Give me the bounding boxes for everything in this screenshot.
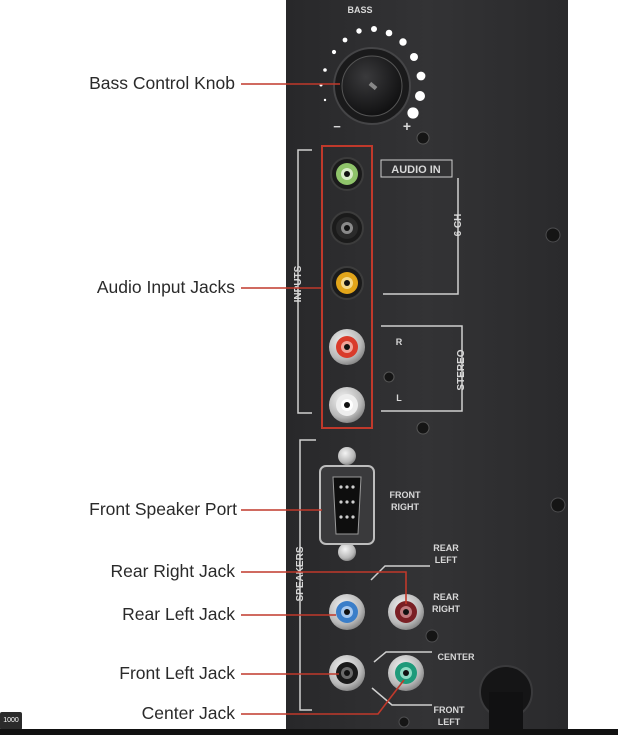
blue-speaker-jack[interactable] <box>329 594 365 630</box>
power-cord <box>479 665 533 729</box>
corner-badge: 1000 <box>0 712 22 730</box>
front-speaker-port[interactable] <box>319 447 375 561</box>
screw-icon <box>545 227 561 243</box>
callout-front-speaker-port: Front Speaker Port <box>89 499 237 519</box>
yellow-input-jack[interactable] <box>330 266 364 300</box>
screw-icon <box>425 629 439 643</box>
screw-icon <box>416 131 430 145</box>
teal-speaker-jack[interactable] <box>388 655 424 691</box>
callout-audio-input-jacks: Audio Input Jacks <box>96 277 235 297</box>
audio-in-box <box>380 159 453 178</box>
front-left-label-1: FRONT <box>434 705 465 715</box>
inputs-label: INPUTS <box>293 265 304 302</box>
callout-bass-control-knob: Bass Control Knob <box>89 73 235 93</box>
stereo-label: STEREO <box>456 349 467 390</box>
audio-in-label: AUDIO IN <box>391 164 441 176</box>
speakers-bracket <box>299 439 316 711</box>
bottom-bar <box>0 729 618 735</box>
rear-right-label-1: REAR <box>433 592 459 602</box>
rear-left-label-1: REAR <box>433 543 459 553</box>
red-stereo-jack[interactable] <box>329 329 365 365</box>
stereo-r-label: R <box>396 337 403 347</box>
callout-lines <box>241 83 407 715</box>
white-stereo-jack[interactable] <box>329 387 365 423</box>
speaker-wire-lines <box>370 565 432 706</box>
callout-front-left-jack: Front Left Jack <box>119 663 235 683</box>
screw-icon <box>550 497 566 513</box>
bass-minus-label: − <box>333 119 341 134</box>
front-right-label-1: FRONT <box>390 490 421 500</box>
black-speaker-jack[interactable] <box>329 655 365 691</box>
screw-icon <box>398 716 410 728</box>
screw-icon <box>383 371 395 383</box>
six-ch-bracket <box>383 178 459 295</box>
bass-dial-dots <box>319 26 426 119</box>
rear-right-label-2: RIGHT <box>432 604 461 614</box>
bass-label: BASS <box>347 5 372 15</box>
stereo-l-label: L <box>396 393 402 403</box>
callout-center-jack: Center Jack <box>141 703 235 723</box>
screw-icon <box>416 421 430 435</box>
center-label: CENTER <box>437 652 475 662</box>
green-input-jack[interactable] <box>330 157 364 191</box>
speaker-panel <box>286 0 568 729</box>
maroon-speaker-jack[interactable] <box>388 594 424 630</box>
rear-left-label-2: LEFT <box>435 555 458 565</box>
audio-input-highlight-box <box>321 145 373 429</box>
audio-input-jacks <box>329 157 365 423</box>
black-input-jack[interactable] <box>330 211 364 245</box>
bass-plus-label: + <box>403 118 411 134</box>
inputs-bracket <box>297 149 312 414</box>
speakers-label: SPEAKERS <box>295 546 306 601</box>
callout-rear-left-jack: Rear Left Jack <box>122 604 235 624</box>
stereo-bracket <box>381 325 463 412</box>
six-ch-label: 6 CH <box>453 214 464 237</box>
front-left-label-2: LEFT <box>438 717 461 727</box>
front-right-label-2: RIGHT <box>391 502 420 512</box>
bass-knob-indicator <box>368 81 378 91</box>
callout-rear-right-jack: Rear Right Jack <box>110 561 236 581</box>
